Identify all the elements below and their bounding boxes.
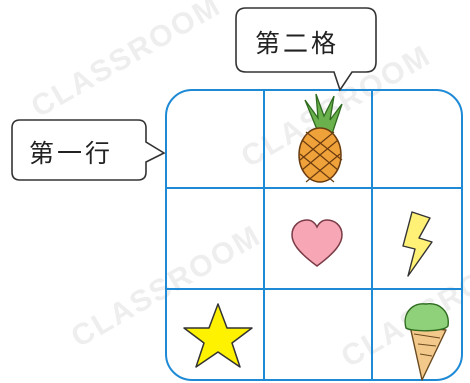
lightning-bolt-icon (402, 211, 433, 277)
heart-icon (291, 219, 343, 267)
pineapple-icon (298, 93, 343, 183)
column-callout-bubble (235, 7, 377, 92)
row-callout-bubble (11, 119, 166, 181)
row-label: 第一行 (29, 139, 114, 168)
ice-cream-cone-icon (404, 303, 449, 381)
grid-border (165, 89, 463, 381)
star-icon (183, 303, 253, 368)
column-label: 第二格 (255, 29, 340, 58)
